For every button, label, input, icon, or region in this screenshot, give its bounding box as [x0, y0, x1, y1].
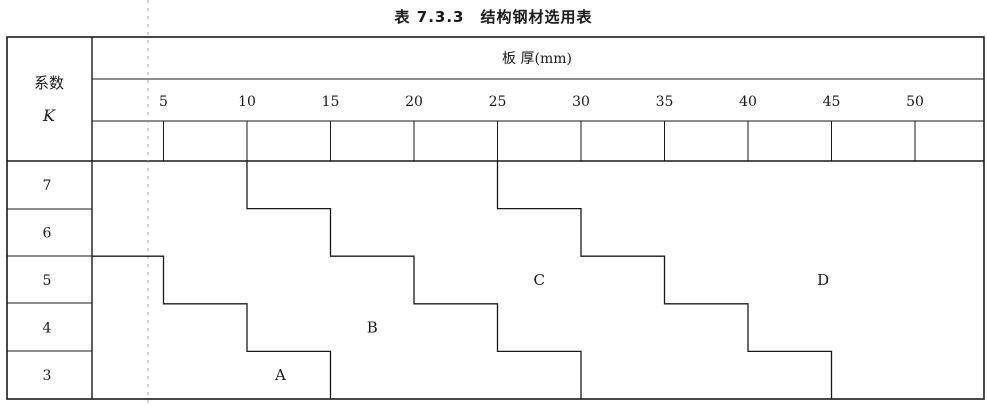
thickness-tick-label: 25: [489, 94, 507, 110]
region-boundary-c-d: [496, 161, 833, 399]
k-value-label: 7: [43, 178, 52, 194]
table-grid: [6, 0, 985, 407]
boundary-layer: [92, 161, 833, 399]
region-label-b: B: [367, 319, 378, 337]
region-boundary-a-b: [92, 255, 332, 399]
label-layer: 系数 K 板 厚(mm) 7 6 5 4 3 A B C D: [34, 51, 829, 384]
thickness-tick-label: 5: [159, 94, 168, 110]
k-value-label: 6: [43, 225, 52, 241]
tick-layer: 5 10 15 20 25 30 35 40 45 50: [159, 94, 924, 161]
region-boundary-b-c: [246, 161, 582, 399]
k-value-label: 4: [43, 321, 52, 337]
region-label-a: A: [274, 366, 286, 384]
k-value-label: 3: [43, 368, 52, 384]
thickness-tick-label: 20: [405, 94, 423, 110]
page-title: 表 7.3.3 结构钢材选用表: [394, 8, 593, 26]
thickness-tick-label: 40: [739, 94, 757, 110]
thickness-tick-label: 35: [656, 94, 674, 110]
k-value-label: 5: [43, 273, 52, 289]
table-border: [6, 36, 985, 400]
row-header-label: 系数: [34, 74, 64, 92]
thickness-tick-label: 10: [238, 94, 256, 110]
region-label-d: D: [817, 271, 829, 289]
thickness-tick-label: 15: [322, 94, 340, 110]
thickness-tick-label: 30: [572, 94, 590, 110]
thickness-tick-label: 45: [823, 94, 841, 110]
column-group-label: 板 厚(mm): [502, 51, 572, 67]
row-header-symbol: K: [42, 106, 56, 125]
thickness-tick-label: 50: [906, 94, 924, 110]
region-label-c: C: [534, 271, 545, 289]
